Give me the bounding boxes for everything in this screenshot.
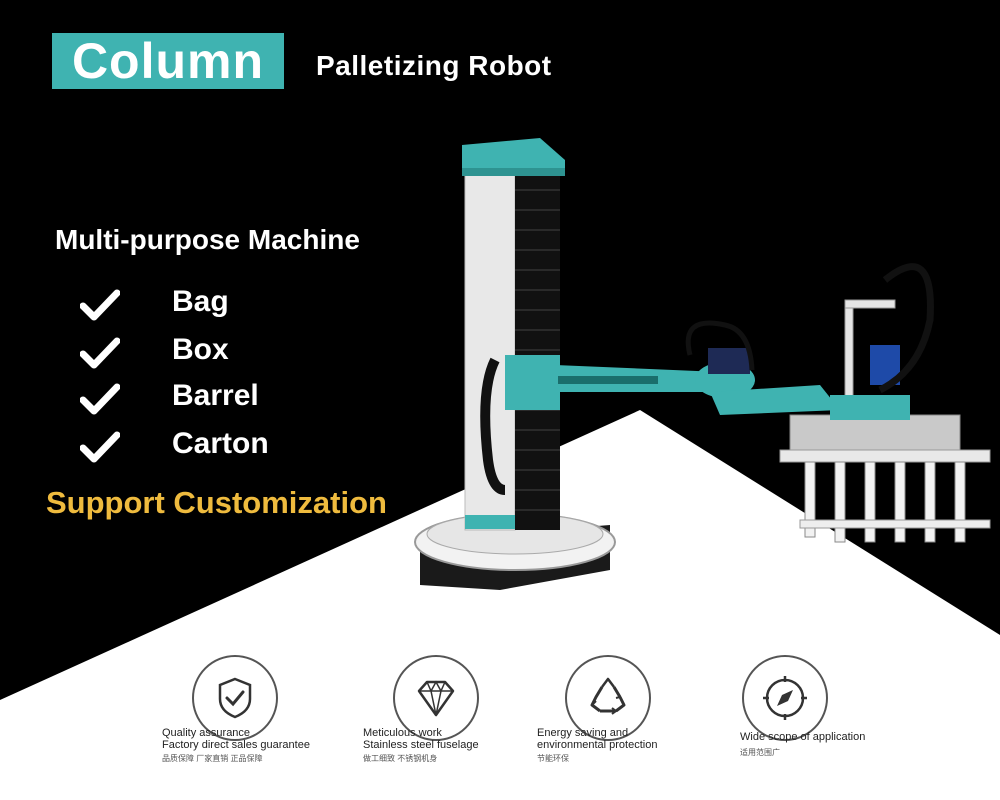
application-label: Barrel [172,379,259,412]
application-item-bag: Bag [80,282,340,328]
checkmark-icon [80,337,120,369]
feature-title: Energy saving and [537,727,629,739]
subtitle-text: Palletizing Robot [316,50,552,81]
application-label: Bag [172,285,229,318]
application-item-box: Box [80,330,340,376]
feature-caption: 适用范围广 [740,748,780,757]
feature-title: Meticulous work [363,727,442,739]
feature-icon-circle [565,655,651,741]
checkmark-icon [80,289,120,321]
recycle-icon [590,677,626,715]
checkmark-icon [80,431,120,463]
feature-caption: 做工细致 不锈钢机身 [363,754,438,763]
application-item-barrel: Barrel [80,376,340,422]
diamond-icon [417,680,455,717]
compass-icon [763,676,807,720]
title-text: Column [71,33,265,89]
column-palletizing-robot-image [414,138,991,590]
feature-subtitle: Factory direct sales guarantee [162,739,310,751]
checkmark-icon [80,383,120,415]
multi-purpose-heading: Multi-purpose Machine [55,224,360,255]
application-item-carton: Carton [80,424,340,470]
feature-subtitle: environmental protection [537,739,658,751]
application-label: Box [172,333,229,366]
feature-caption: 节能环保 [537,754,569,763]
feature-icon-circle [192,655,278,741]
feature-icon-circle [393,655,479,741]
feature-subtitle: Stainless steel fuselage [363,739,479,751]
title-badge: Column [52,33,284,89]
application-label: Carton [172,427,269,460]
feature-title: Wide scope of application [740,731,866,743]
customization-text: Support Customization [46,485,387,520]
feature-caption: 品质保障 厂家直销 正品保障 [162,754,263,763]
feature-icon-circle [742,655,828,741]
shield-check-icon [218,677,252,719]
feature-title: Quality assurance [162,727,251,739]
